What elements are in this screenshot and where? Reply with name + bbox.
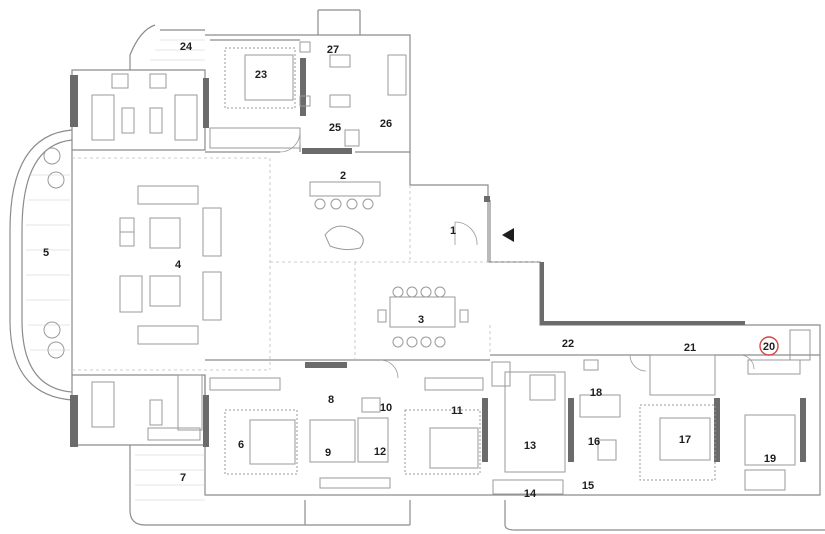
- room-20-highlight-circle: [759, 336, 779, 356]
- terrace-decking: [26, 39, 205, 501]
- room-label-27: 27: [327, 44, 339, 56]
- room-label-24: 24: [180, 41, 193, 53]
- room-label-7: 7: [180, 472, 186, 484]
- doors: [279, 131, 755, 379]
- room-label-20: 20: [763, 341, 775, 353]
- room-label-1: 1: [450, 225, 456, 237]
- room-label-18: 18: [590, 387, 602, 399]
- room-label-22: 22: [562, 338, 574, 350]
- room-label-10: 10: [380, 402, 392, 414]
- room-label-13: 13: [524, 440, 536, 452]
- dark-walls: [70, 58, 806, 462]
- room-label-4: 4: [175, 259, 182, 271]
- room-label-17: 17: [679, 434, 691, 446]
- room-label-23: 23: [255, 69, 267, 81]
- room-label-2: 2: [340, 170, 346, 182]
- room-label-12: 12: [374, 446, 386, 458]
- room-label-11: 11: [451, 405, 463, 417]
- room-label-14: 14: [524, 488, 537, 500]
- room-label-9: 9: [325, 447, 331, 459]
- room-label-26: 26: [380, 118, 392, 130]
- zone-dividers: [72, 157, 540, 371]
- room-label-6: 6: [238, 439, 244, 451]
- room-label-19: 19: [764, 453, 776, 465]
- entrance-arrow-icon: [502, 228, 514, 242]
- room-label-3: 3: [418, 314, 424, 326]
- room-labels: 1 2 3 4 5 6 7 8 9 10 11 12 13 14 15 16 1…: [43, 41, 776, 500]
- outer-walls: [9, 9, 825, 531]
- room-label-25: 25: [329, 122, 341, 134]
- room-label-16: 16: [588, 436, 600, 448]
- room-label-8: 8: [328, 394, 334, 406]
- furniture: [43, 41, 811, 495]
- room-label-5: 5: [43, 247, 49, 259]
- room-label-15: 15: [582, 480, 594, 492]
- room-label-21: 21: [684, 342, 696, 354]
